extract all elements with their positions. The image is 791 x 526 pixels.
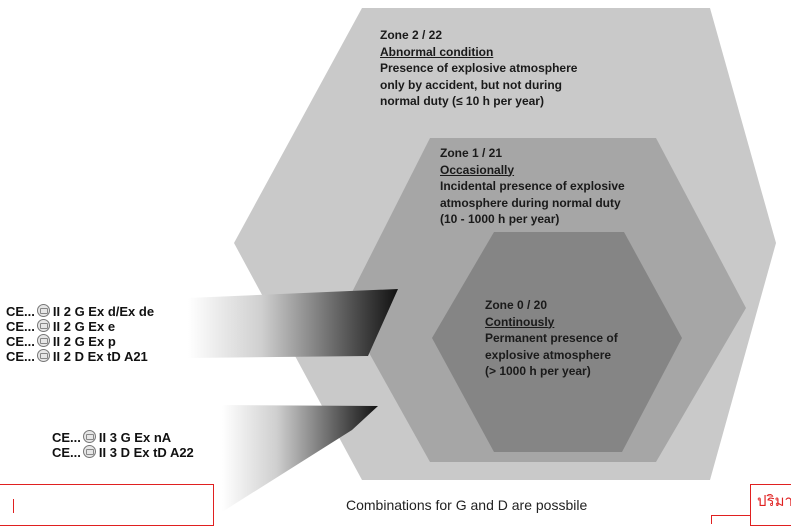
combination-caption: Combinations for G and D are possbile (346, 497, 588, 513)
zone0-desc-2: explosive atmosphere (485, 347, 612, 362)
ex-hexagon-icon (36, 319, 50, 332)
text-cursor (13, 499, 14, 513)
annotation-box-right: ปริมา (750, 484, 791, 526)
zone2-markings: CE...II 3 G Ex nA CE...II 3 D Ex tD A22 (52, 430, 194, 460)
zone1-desc-1: Incidental presence of explosive (440, 179, 625, 193)
marking-item: CE...II 2 G Ex d/Ex de (6, 304, 155, 319)
marking-item: CE...II 3 G Ex nA (52, 430, 172, 445)
annotation-box-left (0, 484, 214, 526)
annotation-connector-stub (711, 515, 712, 524)
zone1-condition: Occasionally (440, 162, 515, 177)
marking-item: CE...II 2 G Ex p (6, 334, 116, 349)
zone2-desc-3: normal duty (≤ 10 h per year) (380, 94, 544, 108)
zone0-hexagon (432, 232, 682, 452)
zone1-pointer-beam (188, 289, 398, 358)
zone1-label: Zone 1 / 21 Occasionally Incidental pres… (440, 145, 625, 228)
ex-hexagon-icon (36, 304, 50, 317)
ex-hexagon-icon (36, 334, 50, 347)
zone2-desc-2: only by accident, but not during (380, 77, 562, 92)
zone0-desc-1: Permanent presence of (485, 331, 618, 345)
ex-hexagon-icon (36, 349, 50, 362)
annotation-connector (712, 515, 750, 516)
zone2-desc-1: Presence of explosive atmosphere (380, 61, 578, 75)
ex-hexagon-icon (82, 445, 96, 458)
marking-item: CE...II 2 G Ex e (6, 319, 116, 334)
zone2-pointer-beam (222, 405, 378, 512)
overlay-thai-text: ปริมา (757, 492, 791, 510)
zone1-desc-2: atmosphere during normal duty (440, 195, 621, 210)
zone1-desc-3: (10 - 1000 h per year) (440, 212, 560, 226)
zone2-title: Zone 2 / 22 (380, 28, 443, 42)
zone1-title: Zone 1 / 21 (440, 146, 503, 160)
zone1-markings: CE...II 2 G Ex d/Ex de CE...II 2 G Ex e … (6, 304, 154, 364)
marking-item: CE...II 3 D Ex tD A22 (52, 445, 194, 460)
zone0-title: Zone 0 / 20 (485, 298, 548, 312)
marking-item: CE...II 2 D Ex tD A21 (6, 349, 148, 364)
zone0-condition: Continously (485, 314, 555, 329)
ex-hexagon-icon (82, 430, 96, 443)
zone0-label: Zone 0 / 20 Continously Permanent presen… (485, 297, 618, 380)
zone0-desc-3: (> 1000 h per year) (485, 364, 591, 378)
zone2-condition: Abnormal condition (380, 44, 494, 59)
zone2-label: Zone 2 / 22 Abnormal condition Presence … (380, 27, 577, 110)
